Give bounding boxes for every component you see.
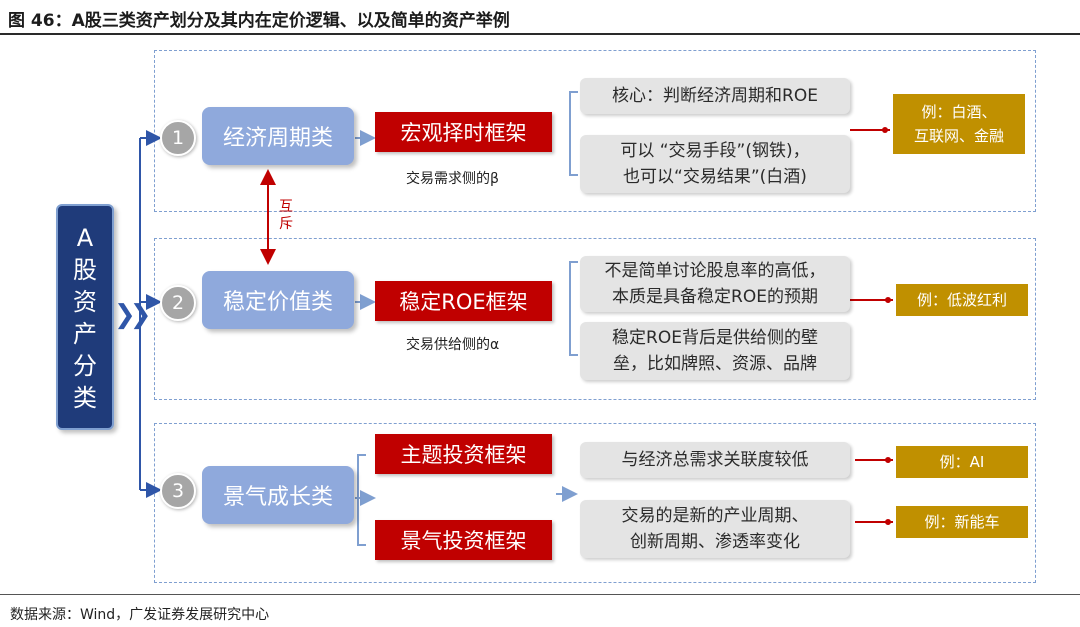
root-asset-classification: A股资产分类 bbox=[56, 204, 114, 430]
framework-macro-timing: 宏观择时框架 bbox=[375, 112, 552, 152]
figure-title: 图 46：A股三类资产划分及其内在定价逻辑、以及简单的资产举例 bbox=[8, 11, 510, 31]
category-growth: 景气成长类 bbox=[202, 466, 354, 524]
category-stable-value: 稳定价值类 bbox=[202, 271, 354, 329]
description-3b: 交易的是新的产业周期、 创新周期、渗透率变化 bbox=[580, 500, 850, 558]
bracket-desc-1 bbox=[569, 91, 578, 176]
dot-ex-1 bbox=[882, 127, 888, 133]
description-1b: 可以 “交易手段”(钢铁)， 也可以“交易结果”(白酒) bbox=[580, 135, 850, 193]
framework-prosperity: 景气投资框架 bbox=[375, 520, 552, 560]
root-label: A股资产分类 bbox=[73, 224, 97, 412]
description-3a: 与经济总需求关联度较低 bbox=[580, 442, 850, 478]
example-3a: 例：AI bbox=[896, 446, 1028, 478]
description-2a: 不是简单讨论股息率的高低， 本质是具备稳定ROE的预期 bbox=[580, 256, 850, 312]
number-badge-3: 3 bbox=[160, 473, 196, 509]
section-growth bbox=[154, 423, 1036, 583]
example-2: 例：低波红利 bbox=[896, 284, 1028, 316]
category-label: 稳定价值类 bbox=[222, 290, 333, 315]
number-badge-2: 2 bbox=[160, 285, 196, 321]
framework-stable-roe: 稳定ROE框架 bbox=[375, 281, 552, 321]
category-label: 经济周期类 bbox=[222, 126, 333, 151]
double-chevron-icon: ❯❯ bbox=[114, 300, 151, 330]
dot-ex-4 bbox=[885, 519, 891, 525]
side-note-alpha: 交易供给侧的α bbox=[406, 337, 500, 353]
description-2b: 稳定ROE背后是供给侧的壁 垒，比如牌照、资源、品牌 bbox=[580, 322, 850, 380]
section-stable-value bbox=[154, 238, 1036, 400]
category-label: 景气成长类 bbox=[222, 485, 333, 510]
example-1: 例：白酒、 互联网、金融 bbox=[893, 94, 1025, 154]
description-1a: 核心：判断经济周期和ROE bbox=[580, 78, 850, 114]
bracket-cat3 bbox=[357, 454, 366, 546]
data-source: 数据来源：Wind，广发证券发展研究中心 bbox=[10, 607, 270, 623]
side-note-beta: 交易需求侧的β bbox=[406, 171, 499, 187]
source-divider bbox=[0, 594, 1080, 595]
framework-thematic: 主题投资框架 bbox=[375, 434, 552, 474]
mutex-label: 互斥 bbox=[279, 199, 293, 232]
dot-ex-2 bbox=[885, 297, 891, 303]
category-economic-cycle: 经济周期类 bbox=[202, 107, 354, 165]
title-divider bbox=[0, 33, 1080, 35]
dot-ex-3 bbox=[885, 457, 891, 463]
bracket-desc-2 bbox=[569, 261, 578, 356]
number-badge-1: 1 bbox=[160, 120, 196, 156]
example-3b: 例：新能车 bbox=[896, 506, 1028, 538]
